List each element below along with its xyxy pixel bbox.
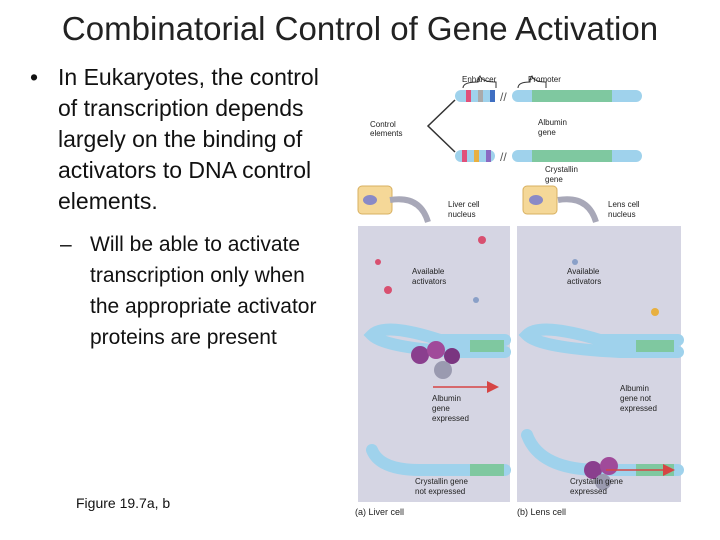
lens-albumin-gene-block [636, 340, 674, 352]
dna-upper-segment [455, 90, 495, 102]
bullet-sub: – Will be able to activate transcription… [30, 229, 330, 353]
lens-dna-loop [518, 323, 684, 358]
liver-crystallin-gene-block [470, 464, 504, 476]
free-activator-4 [473, 297, 479, 303]
enhancer-marker-1 [466, 90, 471, 102]
crystallin-gene-block [532, 150, 612, 162]
liver-activator-complex-4 [434, 361, 452, 379]
free-activator-3 [384, 286, 392, 294]
free-activator-1 [478, 236, 486, 244]
enhancer-label: Enhancer [462, 75, 497, 84]
crystallin-marker-1 [462, 150, 467, 162]
crystallin-marker-3 [486, 150, 491, 162]
lens-free-activator-2 [651, 308, 659, 316]
liver-dna-lower [366, 444, 511, 476]
liver-panel [358, 226, 511, 502]
bullet-sub-text: Will be able to activate transcription o… [90, 233, 317, 349]
top-dna-strand: // // [426, 75, 642, 164]
figure-caption: Figure 19.7a, b [76, 495, 171, 511]
enhancer-marker-2 [478, 90, 483, 102]
lens-cell-icon [522, 185, 558, 215]
enhancer-marker-3 [490, 90, 495, 102]
free-activator-2 [375, 259, 381, 265]
dna-break-mark: // [500, 90, 507, 104]
liver-activator-complex-1 [411, 346, 429, 364]
liver-albumin-gene-block [470, 340, 504, 352]
panel-a-label: (a) Liver cell [355, 507, 404, 517]
enhancer-bracket [462, 75, 497, 89]
liver-zoom-arrow-icon [389, 196, 431, 224]
liver-activator-complex-3 [444, 348, 460, 364]
dna-break-mark-lower: // [500, 150, 507, 164]
control-elements-bracket [426, 99, 456, 153]
bullet-main-text: In Eukaryotes, the control of transcript… [58, 64, 319, 214]
bullet-dot-icon: • [30, 64, 39, 90]
crystallin-marker-2 [474, 150, 479, 162]
lens-panel [517, 226, 684, 502]
lens-activator-complex-2 [600, 457, 618, 475]
lens-activator-complex-1 [584, 461, 602, 479]
promoter-label: Promoter [528, 75, 561, 84]
bullet-dash-icon: – [60, 233, 72, 256]
bullet-list: • In Eukaryotes, the control of transcri… [30, 62, 330, 353]
lens-activator-complex-3 [595, 474, 611, 490]
lens-free-activator-1 [572, 259, 578, 265]
liver-activator-complex-2 [427, 341, 445, 359]
promoter-bracket [517, 75, 547, 89]
lens-zoom-arrow-icon [557, 196, 599, 224]
albumin-gene-block [532, 90, 612, 102]
panel-b-label: (b) Lens cell [517, 507, 566, 517]
bullet-main: • In Eukaryotes, the control of transcri… [30, 62, 330, 217]
liver-cell-icon [357, 185, 393, 215]
slide-title: Combinatorial Control of Gene Activation [61, 10, 659, 47]
